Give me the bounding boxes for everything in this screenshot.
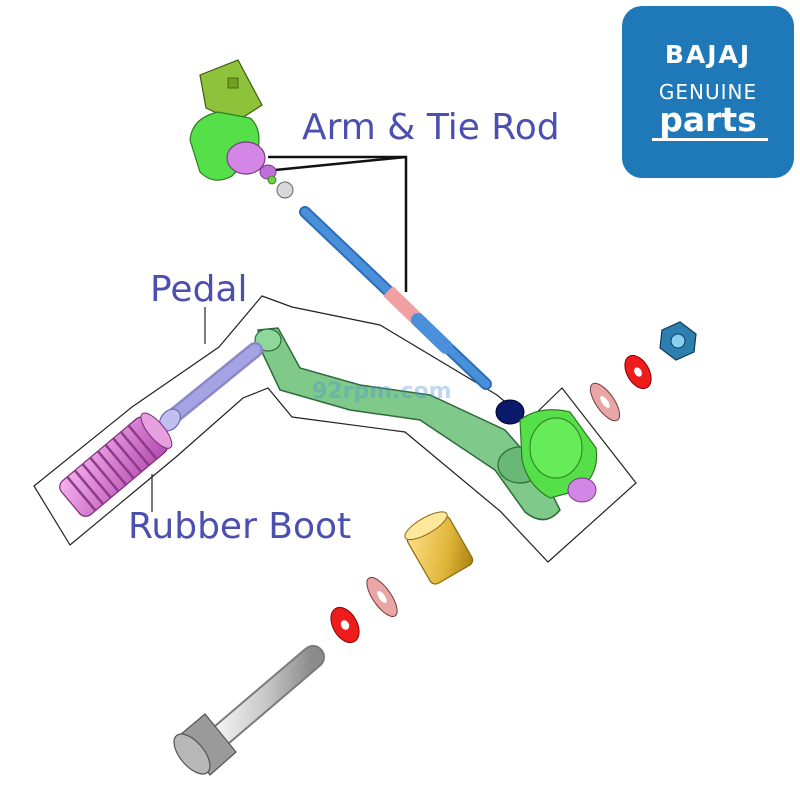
pivot-nut: [659, 321, 697, 361]
logo-brand: BAJAJ: [664, 40, 752, 69]
arm-nut: [276, 181, 294, 199]
logo-parts: parts: [659, 100, 757, 139]
bolt-flat-washer: [366, 576, 398, 618]
pivot-red-washer: [624, 354, 652, 390]
tie-rod: [299, 206, 492, 390]
tie-rod-ball: [495, 399, 525, 425]
arm-tie-rod-leader-branch: [274, 155, 407, 172]
pivot-bushing: [404, 511, 474, 585]
pedal-group-outline: [33, 295, 637, 563]
arm-tie-rod-label: Arm & Tie Rod: [302, 107, 560, 148]
pedal-label: Pedal: [150, 269, 248, 310]
bajaj-genuine-parts-logo: BAJAJ GENUINE parts: [622, 6, 794, 178]
logo-underline: [652, 138, 768, 141]
bolt-red-washer: [330, 606, 360, 644]
rubber-boot-label: Rubber Boot: [128, 506, 352, 547]
pivot-flat-washer: [589, 382, 621, 422]
logo-genuine: GENUINE: [658, 80, 758, 104]
watermark: 92rpm.com: [312, 379, 452, 404]
arm-tie-rod-leader: [268, 155, 408, 292]
rubber-boot: [59, 412, 173, 517]
pedal-pivot-boss: [519, 409, 598, 503]
pedal-pin: [159, 342, 263, 432]
pivot-bolt: [173, 645, 325, 776]
brake-arm: [189, 59, 277, 185]
